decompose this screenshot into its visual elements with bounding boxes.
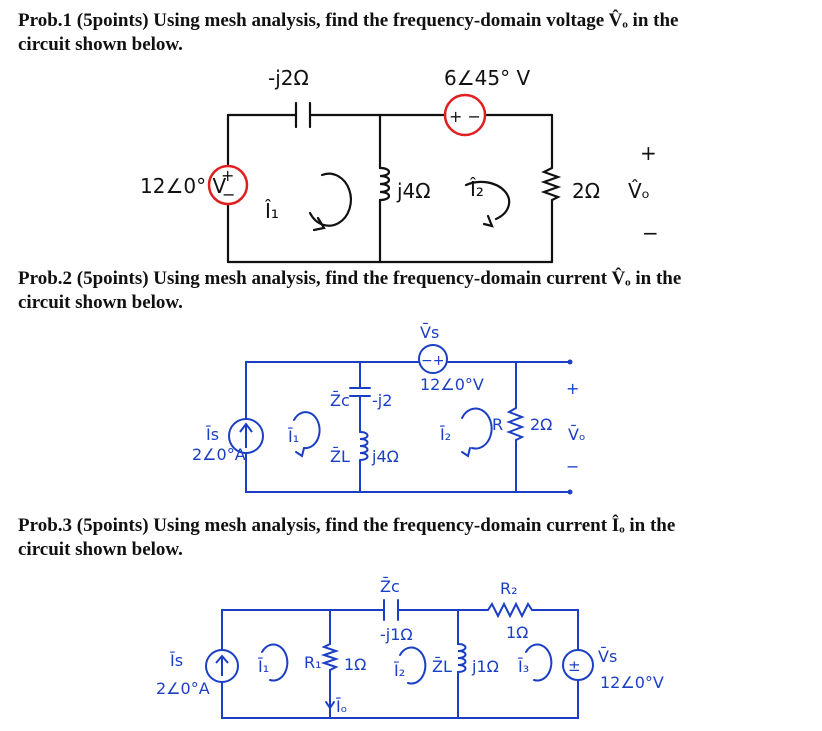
problem-3-line-1: Prob.3 (5points) Using mesh analysis, fi…: [18, 515, 676, 536]
circuit-2-terminal-bottom-icon: [567, 489, 573, 495]
circuit-1-wires: [226, 101, 562, 264]
circuit-1-source-top-icon: [443, 93, 487, 137]
c3-is-val: 2∠0°A: [156, 679, 210, 698]
circuit-3-resistor-r2-icon: [487, 601, 533, 619]
c1-mesh2-label: Î₂: [469, 177, 484, 201]
circuit-2-voltage-source-icon: [418, 344, 448, 374]
problem-1-line-2: circuit shown below.: [18, 34, 183, 55]
c3-vs-name: V̄s: [598, 647, 617, 666]
problem-3-statement: Prob.3 (5points) Using mesh analysis, fi…: [18, 514, 808, 562]
c1-vs2-label: 6∠45° V: [444, 66, 530, 90]
circuit-3-mesh-2-arrow-icon: [399, 646, 427, 685]
circuit-2-wires: [239, 361, 571, 493]
c3-r1: R₁: [304, 653, 322, 672]
circuit-2-terminal-top-icon: [567, 359, 573, 365]
circuit-3-capacitor-icon: [383, 599, 399, 621]
c2-minus: −: [566, 457, 579, 476]
c3-i3: Ī₃: [518, 657, 529, 676]
c1-mesh1-label: Î₁: [264, 199, 279, 223]
c2-vs-name: V̄s: [420, 323, 439, 342]
circuit-2-mesh-2-arrow-icon: [461, 407, 493, 450]
c3-cap: -j1Ω: [380, 625, 413, 644]
circuit-2-mesh-1-arrow-icon: [293, 411, 321, 450]
c2-is-val: 2∠0°A: [192, 445, 246, 464]
circuit-3-wires: [221, 599, 579, 719]
problem-2-line-1: Prob.2 (5points) Using mesh analysis, fi…: [18, 268, 682, 289]
c3-vs-pm: ±: [568, 657, 581, 675]
circuit-3-mesh-3-arrow-icon: [525, 643, 553, 682]
circuit-1-source-left-icon: [207, 164, 249, 206]
circuit-3-mesh-1-arrow-icon: [261, 643, 289, 682]
c3-r1val: 1Ω: [344, 655, 366, 674]
circuit-3-inductor-icon: [457, 609, 467, 719]
circuit-2-current-source-arrow-2-icon: [239, 422, 253, 448]
circuit-1-inductor-icon: [378, 166, 391, 202]
c1-cap-label: -j2Ω: [268, 66, 309, 90]
c3-i2: Ī₂: [394, 661, 405, 680]
c3-io: Īₒ: [336, 697, 347, 716]
c1-src-left-minus: −: [222, 185, 235, 204]
c1-src-left-plus: +: [221, 166, 234, 185]
c1-minus-label: −: [642, 221, 659, 245]
c3-vs-val: 12∠0°V: [600, 673, 664, 692]
circuit-3-voltage-source-icon: [562, 649, 594, 681]
c2-res: 2Ω: [530, 415, 552, 434]
c2-is-name: Īs: [206, 425, 219, 444]
problem-1-line-1: Prob.1 (5points) Using mesh analysis, fi…: [18, 10, 679, 31]
c1-vo-label: V̂ₒ: [628, 179, 650, 203]
c3-is-name: Īs: [170, 651, 183, 670]
circuit-3-resistor-r1-icon: [320, 609, 340, 719]
c2-i2: Ī₂: [440, 425, 451, 444]
circuit-1-resistor-icon: [540, 113, 562, 264]
c3-zl: Z̄L: [432, 657, 452, 676]
c1-vs1-label: 12∠0° V: [140, 174, 226, 198]
c3-ind: j1Ω: [471, 657, 499, 676]
c1-res-label: 2Ω: [572, 179, 600, 203]
c1-plus-label: +: [640, 141, 657, 165]
c2-r: R: [492, 415, 503, 434]
c3-zc: Z̄c: [380, 577, 400, 596]
c3-r2val: 1Ω: [506, 623, 528, 642]
problem-1-statement: Prob.1 (5points) Using mesh analysis, fi…: [18, 9, 808, 57]
problem-2-statement: Prob.2 (5points) Using mesh analysis, fi…: [18, 267, 808, 315]
c2-zl: Z̄L: [330, 447, 350, 466]
c2-cap: -j2: [372, 391, 392, 410]
c3-r2: R₂: [500, 579, 518, 598]
c2-vs-pm: −+: [421, 353, 444, 369]
problem-3-line-2: circuit shown below.: [18, 539, 183, 560]
c2-ind: j4Ω: [371, 447, 399, 466]
c2-plus: +: [566, 379, 579, 398]
c2-zc: Z̄c: [330, 391, 350, 410]
circuit-1-capacitor-icon: [294, 101, 312, 129]
circuit-2-inductor-icon: [359, 431, 369, 461]
c3-i1: Ī₁: [258, 657, 269, 676]
c2-vs-val: 12∠0°V: [420, 375, 484, 394]
c2-i1: Ī₁: [288, 427, 299, 446]
c1-ind-label: j4Ω: [396, 179, 431, 203]
circuit-3-io-arrow-icon: [325, 693, 335, 710]
c2-vo: V̄ₒ: [568, 425, 586, 444]
circuit-1-mesh-2-arrow-icon: [464, 180, 511, 221]
circuit-3-current-source-arrow-icon: [215, 654, 229, 676]
c1-src-top-pm: + −: [449, 107, 481, 126]
circuit-2-resistor-icon: [506, 361, 525, 493]
problem-2-line-2: circuit shown below.: [18, 292, 183, 313]
